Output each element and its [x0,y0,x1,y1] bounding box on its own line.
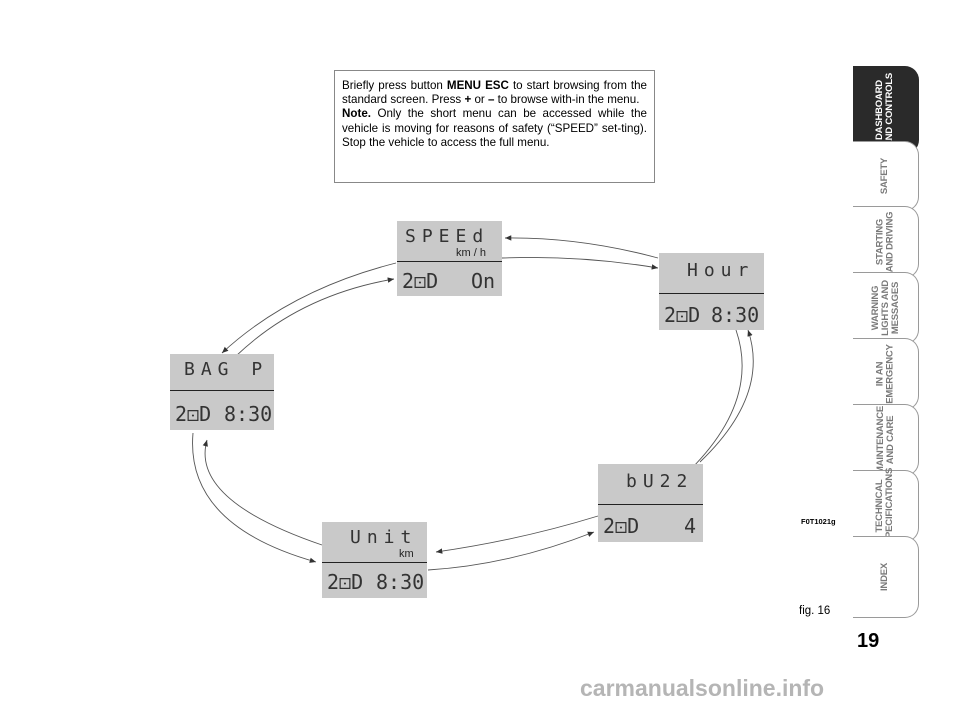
arrow-speed-to-bag [221,262,397,354]
note-or: or [471,93,488,107]
display-speed-unit: km / h [456,247,486,259]
menu-esc-label: MENU ESC [446,79,509,92]
display-speed-title: SPEEd [405,226,490,247]
note-text-2: to start browsing from the standard scre… [342,79,648,107]
arrow-speed-to-hour [501,257,659,270]
display-unit-unit: km [399,548,414,560]
tab-technical-specifications[interactable]: TECHNICAL SPECIFICATIONS [853,468,919,544]
arrow-hour-to-buzz [689,329,743,471]
plus-label: + [464,93,472,107]
tab-dashboard-and-controls[interactable]: DASHBOARD AND CONTROLS [853,66,919,154]
display-bag-title: BAG P [184,359,269,380]
lamp-icon: 2⚀D [327,570,364,594]
display-hour-value: 8:30 [711,303,760,327]
display-buzz-title: bU22 [626,471,694,492]
display-hour-title: Hour [687,260,755,281]
display-buzz: bU22 2⚀D 4 [598,464,703,542]
display-unit-value: 8:30 [376,570,425,594]
page-number: 19 [857,630,880,652]
tab-safety[interactable]: SAFETY [853,141,919,211]
display-speed-value: On [471,269,496,293]
display-unit-title: Unit [350,527,418,548]
watermark: carmanualsonline.info [580,675,825,701]
note-text-4: Only the short menu can be accessed whil… [342,107,647,149]
tab-maintenance-and-care[interactable]: MAINTENANCE AND CARE [853,404,919,476]
lamp-icon: 2⚀D [603,514,640,538]
tab-starting-and-driving[interactable]: STARTING AND DRIVING [853,206,919,278]
note-label: Note. [342,107,371,121]
tab-warning-lights-and-messages[interactable]: WARNING LIGHTS AND MESSAGES [853,272,919,344]
lamp-icon: 2⚀D [664,303,701,327]
display-hour: Hour 2⚀D 8:30 [659,253,764,330]
tab-in-an-emergency[interactable]: IN AN EMERGENCY [853,338,919,410]
note-text-1: Briefly press button [342,79,447,92]
note-text-3: to browse with-in the menu. [494,93,640,107]
arrow-hour-to-speed [504,235,659,259]
figure-code: F0T1021g [801,517,836,526]
display-bag-value: 8:30 [224,402,273,426]
lamp-icon: 2⚀D [175,402,212,426]
arrow-bag-to-speed [235,277,395,357]
minus-label: – [487,93,495,107]
arrow-buzz-to-hour [699,329,754,463]
tab-index[interactable]: INDEX [853,536,919,618]
display-bag: BAG P 2⚀D 8:30 [170,354,274,430]
instruction-note: Briefly press button MENU ESC to start b… [334,70,655,183]
arrow-bag-to-unit [192,432,317,563]
figure-label: fig. 16 [799,605,831,617]
display-unit: Unit km 2⚀D 8:30 [322,522,427,598]
display-speed: SPEEd km / h 2⚀D On [397,221,502,296]
arrow-unit-to-bag [202,439,323,546]
display-buzz-value: 4 [684,514,697,538]
arrow-unit-to-buzz [427,531,595,571]
lamp-icon: 2⚀D [402,269,439,293]
arrow-buzz-to-unit [435,515,599,554]
